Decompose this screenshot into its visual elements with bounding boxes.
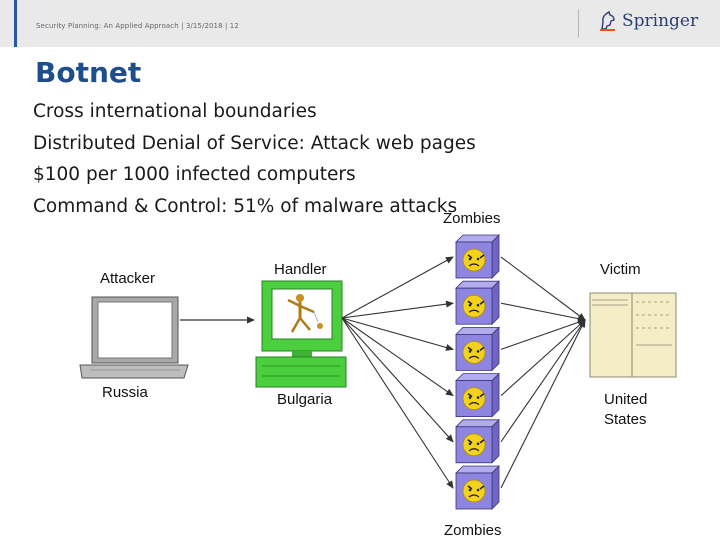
bullet-item: Distributed Denial of Service: Attack we… (33, 132, 476, 154)
handler-location-label: Bulgaria (277, 391, 333, 408)
attacker-label: Attacker (100, 270, 156, 287)
handler-zombie-arrow (341, 256, 454, 319)
slide-title: Botnet (35, 56, 142, 89)
bullet-item: Cross international boundaries (33, 101, 317, 122)
zombie-computer-icon (455, 418, 500, 464)
zombies-top-label: Zombies (443, 210, 501, 227)
handler-label: Handler (274, 261, 327, 278)
zombie-computer-icon (455, 372, 500, 418)
zombie-victim-arrow (500, 302, 586, 323)
attacker-location-label: Russia (102, 384, 148, 401)
victim-location-label-line1: United (604, 391, 648, 408)
zombie-victim-arrow (500, 256, 586, 321)
zombie-victim-arrow (500, 319, 586, 489)
zombie-computer-icon (455, 234, 500, 279)
header-accent-bar (14, 0, 17, 47)
bullet-list: Cross international boundaries Distribut… (33, 96, 476, 222)
bullet-item: $100 per 1000 infected computers (33, 164, 356, 185)
zombie-computer-icon (455, 465, 500, 510)
zombie-computer-icon (455, 280, 500, 326)
zombie-victim-arrow (500, 319, 586, 397)
victim-location-label-line2: States (604, 411, 647, 428)
header-separator (578, 9, 579, 37)
slide-header: Security Planning: An Applied Approach |… (0, 0, 720, 47)
victim-building-icon (589, 292, 677, 378)
handler-zombie-arrow (341, 317, 454, 397)
attacker-laptop-icon (79, 296, 189, 379)
handler-zombie-arrow (341, 317, 454, 489)
springer-logo: Springer (598, 10, 698, 32)
zombie-victim-arrow (500, 319, 586, 443)
handler-computer-icon (255, 280, 347, 388)
zombie-victim-arrow (500, 319, 586, 350)
zombie-computer-icon (455, 326, 500, 372)
bullet-item: Command & Control: 51% of malware attack… (33, 195, 458, 217)
victim-label: Victim (600, 261, 641, 278)
zombies-bottom-label: Zombies (444, 522, 502, 539)
zombie-group (455, 234, 500, 510)
handler-zombie-arrow (341, 317, 454, 443)
springer-logo-text: Springer (622, 11, 699, 31)
arrow-group (341, 256, 586, 489)
footer-text: Security Planning: An Applied Approach |… (36, 22, 239, 30)
puppet-figure-icon (287, 294, 323, 333)
handler-zombie-arrow (341, 317, 454, 351)
handler-zombie-arrow (341, 300, 454, 319)
springer-horse-icon (600, 10, 615, 31)
